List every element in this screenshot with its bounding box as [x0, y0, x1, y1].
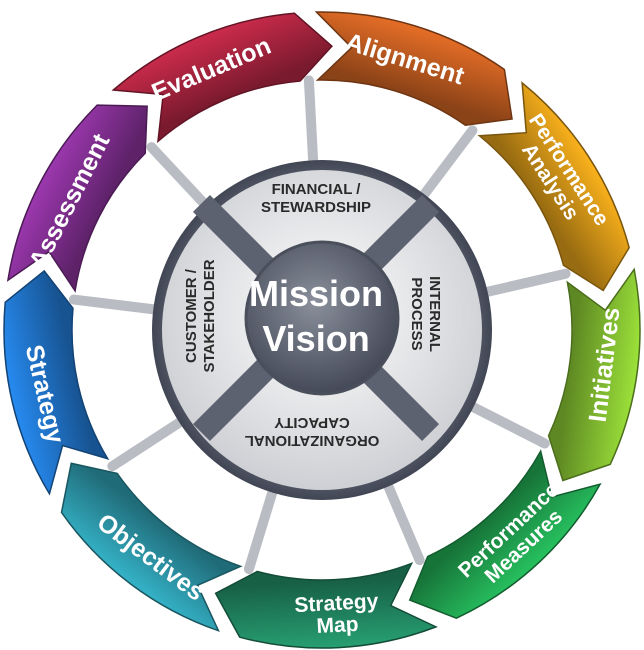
- quadrant-label-organizational: ORGANIZATIONALCAPACITY: [245, 414, 380, 449]
- spoke: [464, 399, 550, 449]
- segment-assessment: Assessment: [6, 104, 148, 293]
- quadrant-label-line: CAPACITY: [274, 414, 350, 431]
- segment-arrow: [408, 449, 602, 620]
- quadrant-divider: [192, 194, 275, 277]
- spoke: [243, 482, 279, 575]
- segment-arrow: [3, 269, 110, 496]
- center-circle: [244, 240, 400, 396]
- segment-objectives: Objectives: [60, 462, 243, 632]
- spoke: [107, 414, 189, 472]
- spokes: [68, 75, 571, 575]
- segment-arrow: [60, 462, 243, 632]
- segment-arrow: [6, 104, 148, 293]
- hub: FINANCIAL /STEWARDSHIP INTERNALPROCESS ORG…: [152, 160, 492, 500]
- quadrant-label-line: CUSTOMER /: [183, 268, 200, 363]
- segment-label-line: Map: [316, 613, 359, 638]
- quadrant-divider: [192, 359, 275, 442]
- quadrant-label-line: FINANCIAL /: [272, 181, 362, 198]
- quadrant-divider: [357, 194, 440, 277]
- segment-arrow: [547, 267, 641, 482]
- segment-strategy-map: StrategyMap: [214, 562, 438, 649]
- segment-arrow: [477, 81, 630, 292]
- spoke: [477, 268, 571, 298]
- quadrant-label-line: PROCESS: [408, 277, 425, 350]
- segment-arrow: [314, 11, 513, 126]
- quadrant-dividers: [192, 194, 440, 442]
- quadrant-divider: [357, 359, 440, 442]
- spoke: [68, 294, 164, 315]
- vision-label: Vision: [262, 318, 369, 359]
- segment-alignment: Alignment: [314, 11, 513, 126]
- segment-label-line: Strategy: [294, 590, 379, 617]
- segment-strategy: Strategy: [3, 269, 110, 496]
- quadrant-label-internal: INTERNALPROCESS: [408, 276, 443, 352]
- segment-arrow: [111, 12, 333, 144]
- quadrant-label-line: ORGANIZATIONAL: [245, 432, 380, 449]
- spoke: [416, 125, 478, 204]
- quadrant-label-financial: FINANCIAL /STEWARDSHIP: [261, 181, 371, 216]
- quadrant-label-line: STAKEHOLDER: [201, 259, 218, 372]
- spoke: [146, 142, 215, 215]
- quadrant-label-customer: CUSTOMER /STAKEHOLDER: [183, 259, 218, 372]
- segment-label-strategy-map: StrategyMap: [294, 590, 381, 639]
- spoke: [381, 476, 425, 566]
- segment-initiatives: Initiatives: [547, 267, 641, 482]
- segment-arrow: [214, 562, 438, 649]
- spoke: [303, 75, 319, 171]
- quadrant-label-line: INTERNAL: [426, 276, 443, 352]
- mission-label: Mission: [249, 273, 383, 314]
- quadrant-label-line: STEWARDSHIP: [261, 199, 371, 216]
- perspective-quadrants: FINANCIAL /STEWARDSHIP INTERNALPROCESS ORG…: [183, 181, 443, 449]
